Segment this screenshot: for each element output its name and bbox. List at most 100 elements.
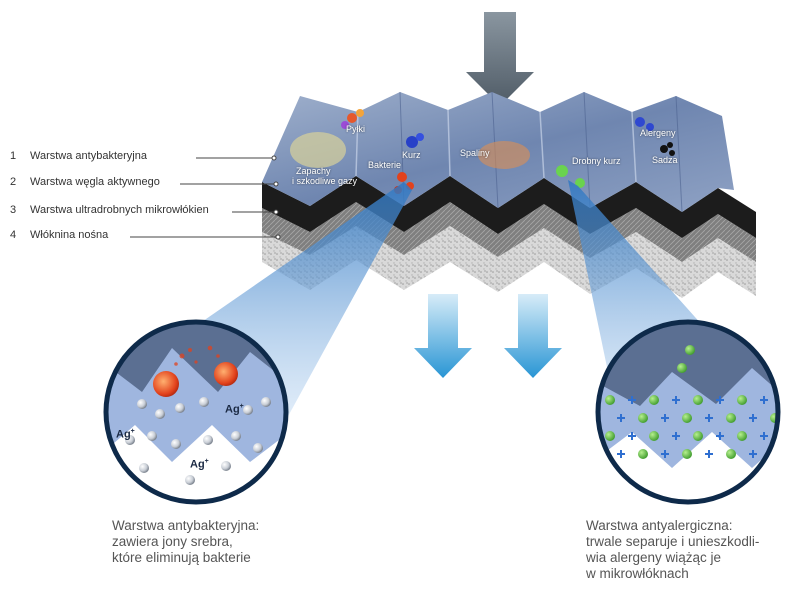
legend-label: Warstwa antybakteryjna [30, 150, 147, 162]
legend-item-microfiber: 3 Warstwa ultradrobnych mikrowłókien [10, 204, 209, 216]
silver-ion [221, 461, 231, 471]
label-dust: Kurz [402, 150, 421, 160]
silver-ion [175, 403, 185, 413]
silver-ion-label: Ag+ [116, 428, 135, 441]
trapped-allergen [737, 431, 747, 441]
dust-particle [416, 133, 424, 141]
legend-leaders [130, 157, 276, 238]
silver-ion [139, 463, 149, 473]
allergen-particle [635, 117, 645, 127]
bacteria-cell [214, 362, 238, 386]
pollen-particle [347, 113, 357, 123]
label-fine-dust: Drobny kurz [572, 156, 621, 166]
caption-line: wia alergeny wiążąc je [586, 550, 722, 565]
caption-line: trwale separuje i unieszkodli- [586, 534, 760, 549]
silver-ion-label: Ag+ [190, 458, 209, 471]
plus-charge-icon [716, 432, 724, 440]
exhaust-cloud [478, 141, 530, 169]
allergen-particle [685, 345, 695, 355]
legend-marker [271, 155, 277, 161]
caption-line: które eliminują bakterie [112, 550, 251, 565]
bacteria-particle [397, 172, 407, 182]
silver-ion [203, 435, 213, 445]
silver-ion [137, 399, 147, 409]
odors-gases-blob [290, 132, 346, 168]
silver-ion [171, 439, 181, 449]
legend-number: 2 [10, 176, 17, 188]
silver-ion [253, 443, 263, 453]
outgoing-air-arrow [504, 294, 562, 378]
plus-charge-icon [628, 432, 636, 440]
label-odors: Zapachy [296, 166, 331, 176]
fine-dust-particle [575, 178, 585, 188]
legend-label: Warstwa ultradrobnych mikrowłókien [30, 204, 209, 216]
antiallergen-zoom [595, 319, 781, 505]
label-gases: i szkodliwe gazy [292, 176, 358, 186]
caption-line: Warstwa antyalergiczna: [586, 518, 733, 533]
plus-charge-icon [749, 450, 757, 458]
pollen-particle [356, 109, 364, 117]
caption-antiallergen: Warstwa antyalergiczna: trwale separuje … [586, 518, 759, 582]
incoming-air-arrow [466, 12, 534, 106]
soot-particle [667, 142, 673, 148]
pollutants [290, 109, 675, 194]
silver-ion-label: Ag+ [225, 403, 244, 416]
caption-line: Warstwa antybakteryjna: [112, 518, 260, 533]
fine-dust-particle [556, 165, 568, 177]
trapped-allergen [649, 431, 659, 441]
pollen-particle [341, 121, 349, 129]
plus-charge-icon [705, 450, 713, 458]
plus-charge-icon [749, 414, 757, 422]
legend-label: Włóknina nośna [30, 229, 109, 241]
trapped-allergen [605, 395, 615, 405]
legend-label: Warstwa węgla aktywnego [30, 176, 160, 188]
legend-item-antibacterial: 1 Warstwa antybakteryjna [10, 150, 147, 162]
plus-charge-icon [672, 396, 680, 404]
allergen-particle [646, 123, 654, 131]
label-bacteria: Bakterie [368, 160, 402, 170]
trapped-allergen [605, 431, 615, 441]
trapped-allergen [693, 395, 703, 405]
plus-charge-icon [760, 432, 768, 440]
plus-charge-icon [760, 396, 768, 404]
plus-charge-icon [617, 450, 625, 458]
trapped-allergen [726, 449, 736, 459]
legend-number: 1 [10, 150, 17, 162]
legend-number: 4 [10, 229, 17, 241]
silver-ion [125, 435, 135, 445]
caption-antibacterial: Warstwa antybakteryjna: zawiera jony sre… [112, 518, 259, 566]
silver-ion [261, 397, 271, 407]
label-pollen: Pyłki [346, 124, 366, 134]
silver-ion [231, 431, 241, 441]
bacteria-cell [153, 371, 179, 397]
soot-particle [669, 150, 675, 156]
layer-microfiber [262, 202, 756, 262]
layer-base-nonwoven [262, 226, 756, 298]
soot-particle [660, 145, 668, 153]
trapped-allergen [638, 449, 648, 459]
layer-activated-carbon [262, 176, 756, 238]
legend-marker [273, 209, 279, 215]
outgoing-air-arrow [414, 294, 472, 378]
legend-number: 3 [10, 204, 17, 216]
caption-line: zawiera jony srebra, [112, 534, 233, 549]
legend-item-nonwoven: 4 Włóknina nośna [10, 229, 108, 241]
trapped-allergen [693, 431, 703, 441]
plus-charge-icon [661, 414, 669, 422]
plus-charge-icon [628, 396, 636, 404]
silver-ion [243, 405, 253, 415]
silver-ion [199, 397, 209, 407]
silver-ion [155, 409, 165, 419]
label-soot: Sadza [652, 155, 678, 165]
trapped-allergen [682, 449, 692, 459]
plus-charge-icon [661, 450, 669, 458]
trapped-allergen [737, 395, 747, 405]
trapped-allergen [649, 395, 659, 405]
legend-item-carbon: 2 Warstwa węgla aktywnego [10, 176, 160, 188]
plus-charge-icon [716, 396, 724, 404]
legend-marker [275, 234, 281, 240]
silver-ion [147, 431, 157, 441]
plus-charge-icon [617, 414, 625, 422]
trapped-allergen [726, 413, 736, 423]
